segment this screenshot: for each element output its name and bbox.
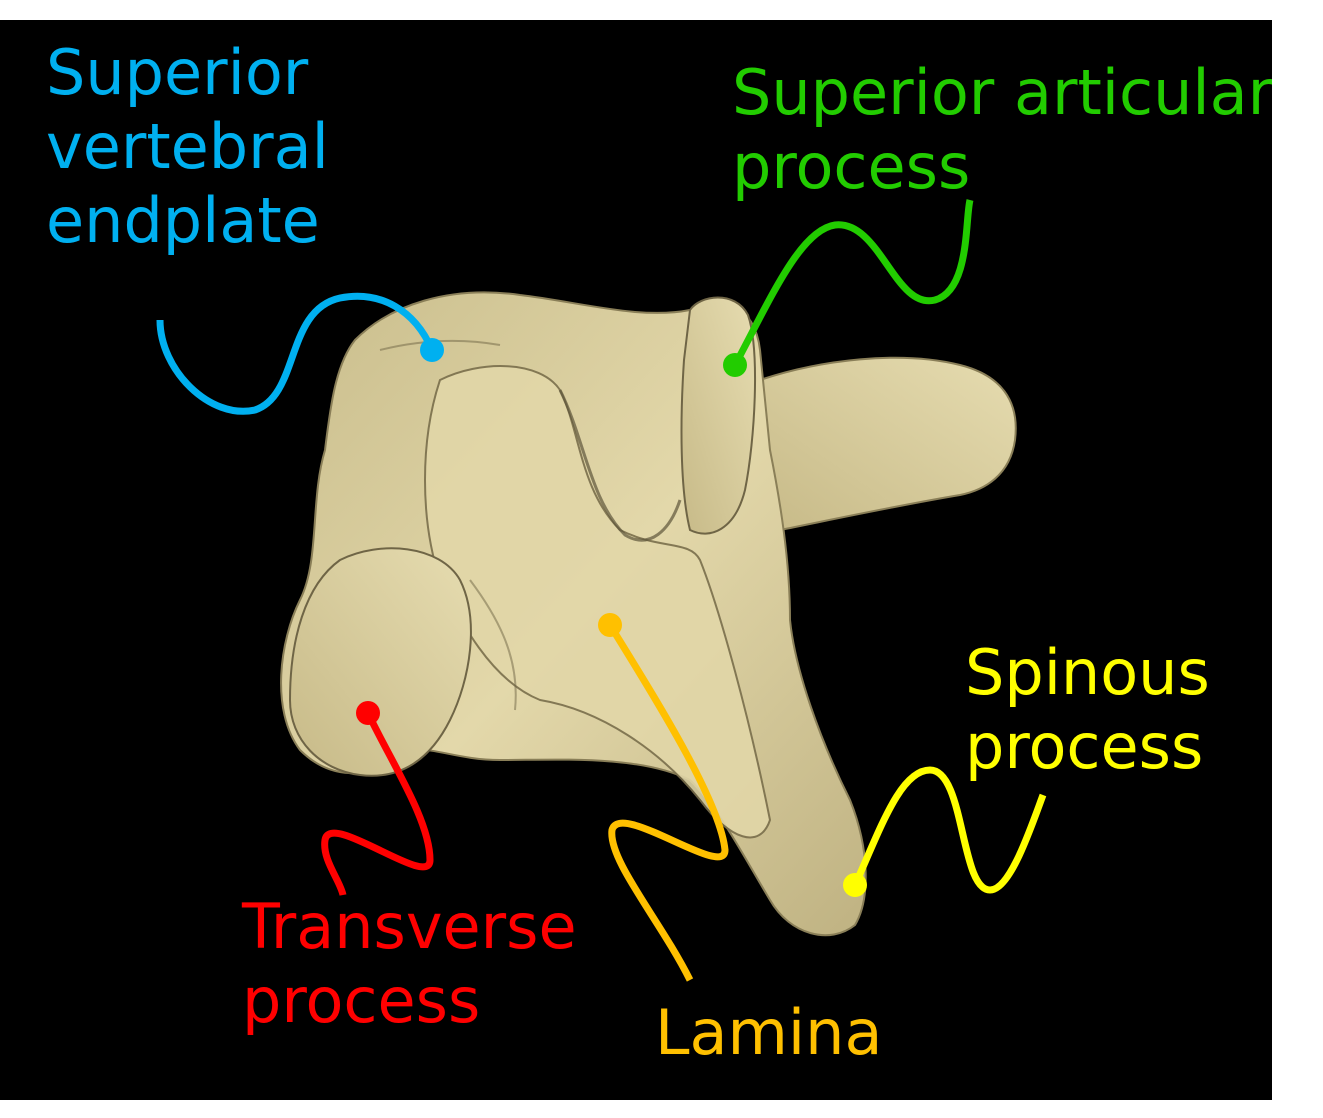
label-line: vertebral [46,110,329,183]
lamina-label: Lamina [655,996,882,1070]
bone-crease [469,579,517,711]
spinous-callout-line [851,766,1047,894]
tp-callout-line [321,711,434,896]
callouts [156,199,1047,982]
label-line: process [965,710,1204,783]
endplate-callout-line [156,292,436,415]
transverse-process-label: Transverse process [242,890,577,1038]
vertebra-bone [280,291,1017,937]
vertebra-illustration [156,199,1047,982]
superior-vertebral-endplate-label: Superior vertebral endplate [46,36,329,258]
spinous-callout-dot [843,873,867,897]
lamina-callout-dot [598,613,622,637]
vertebra-figure: Superior vertebral endplate Superior art… [0,20,1272,1100]
endplate-callout-dot [420,338,444,362]
label-line: Superior articular [732,56,1272,129]
label-line: Superior [46,36,309,109]
transverse-process-shape [288,547,472,777]
spinous-process-label: Spinous process [965,636,1210,784]
label-line: Spinous [965,636,1210,709]
bone-crease [558,389,682,542]
label-line: process [732,130,971,203]
lamina-callout-line [607,623,729,982]
tp-callout-dot [356,701,380,725]
label-line: process [242,964,481,1037]
label-line: Lamina [655,996,883,1069]
sap-callout-dot [723,353,747,377]
label-line: endplate [46,184,320,257]
label-line: Transverse [242,890,577,963]
sap-callout-line [731,199,974,367]
spinous-process-shape [758,356,1017,532]
superior-articular-process-label: Superior articular process [732,56,1272,204]
